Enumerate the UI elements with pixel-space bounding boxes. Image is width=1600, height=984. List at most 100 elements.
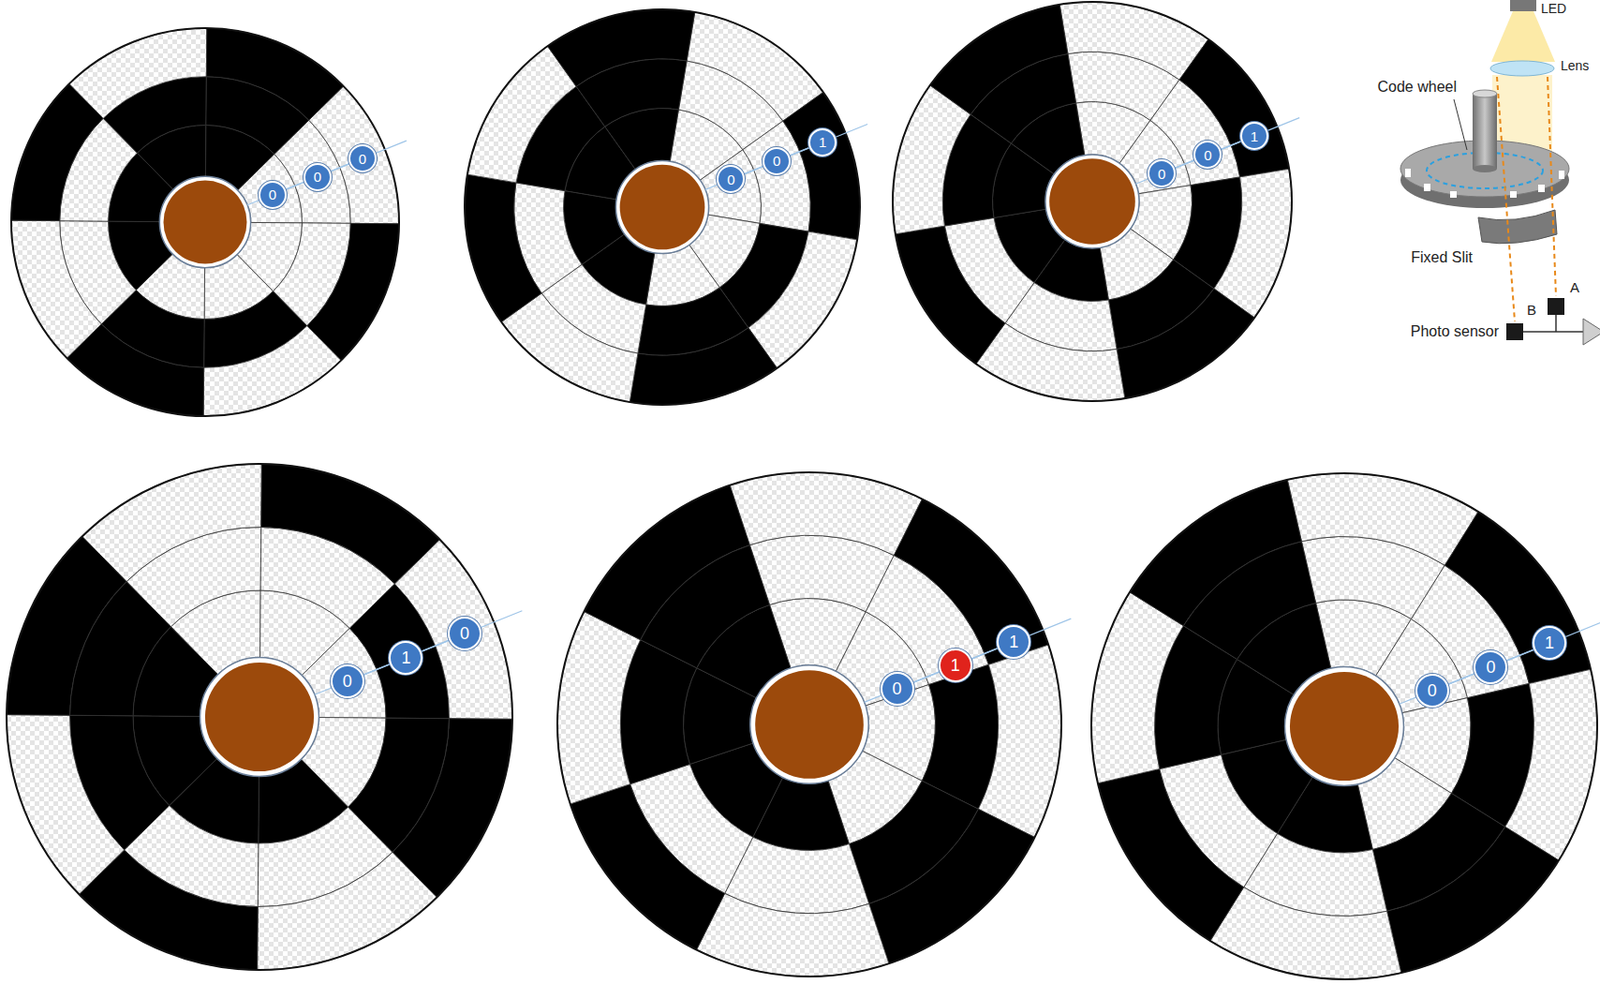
- wheel-slots: [1405, 168, 1565, 198]
- track-sector: [547, 9, 695, 87]
- track-sector: [895, 225, 1006, 364]
- bit-circle: 1: [996, 624, 1031, 659]
- bit-value: 0: [313, 169, 322, 184]
- track-sector: [1214, 168, 1292, 318]
- bit-value: 0: [358, 151, 367, 166]
- bit-value: 0: [1157, 166, 1166, 181]
- code-wheel: [557, 472, 1071, 977]
- track-sector: [893, 498, 1049, 665]
- code-wheel: [464, 9, 868, 405]
- light-path: [1547, 76, 1556, 297]
- hub-ring: [750, 665, 869, 784]
- wire: [1555, 314, 1557, 332]
- code-wheel: [6, 463, 522, 970]
- read-line: [1135, 118, 1300, 185]
- track-sector: [464, 174, 542, 322]
- read-connector: [1220, 141, 1242, 150]
- track-sector: [570, 784, 726, 950]
- bit-circle: 0: [880, 671, 915, 706]
- hub: [1049, 158, 1136, 245]
- track-sector: [783, 91, 860, 239]
- code-wheel: [11, 28, 407, 416]
- wheel-rim: [6, 463, 513, 970]
- track-sector: [629, 327, 777, 405]
- read-line: [864, 618, 1072, 702]
- read-line: [314, 610, 523, 696]
- bit-value: 0: [459, 624, 470, 642]
- read-connector: [1506, 649, 1534, 661]
- track-sector: [1091, 592, 1184, 784]
- track-sector: [1097, 769, 1245, 941]
- track-sector: [696, 892, 889, 977]
- track-sector: [1505, 668, 1598, 860]
- wheel-rim: [464, 9, 860, 405]
- bit-circle: 1: [808, 128, 837, 157]
- bit-circle: 1: [1240, 121, 1269, 150]
- part-label: Fixed Slit: [1410, 249, 1473, 267]
- part-label: B: [1526, 301, 1537, 318]
- track-sector: [467, 45, 577, 183]
- photo-sensor-b: [1506, 323, 1524, 341]
- bit-value: 0: [892, 680, 903, 697]
- track-sector: [1129, 479, 1302, 626]
- bit-value: 1: [1008, 633, 1019, 651]
- bit-circle: 1: [388, 640, 423, 675]
- bit-value: 1: [400, 649, 411, 667]
- shaft-top: [1472, 89, 1497, 98]
- track-sector: [501, 293, 638, 402]
- light-path: [1496, 76, 1515, 322]
- track-sector: [930, 4, 1068, 115]
- bit-circle: 0: [330, 664, 365, 698]
- track-sector: [203, 325, 341, 416]
- track-sector: [583, 485, 750, 640]
- track-sector: [69, 28, 208, 119]
- hub: [755, 669, 864, 779]
- hub: [620, 164, 706, 251]
- track-sector: [1210, 887, 1402, 979]
- track-sector: [394, 539, 513, 720]
- bit-circle: 0: [303, 162, 332, 192]
- bit-value: 1: [1544, 634, 1555, 652]
- optical-encoder: [1400, 0, 1600, 345]
- read-connector: [971, 648, 999, 660]
- amplifier: [1583, 318, 1600, 345]
- track-sector: [1059, 1, 1209, 80]
- code-wheel: [1091, 473, 1600, 979]
- track-sector: [729, 472, 922, 556]
- track-sector: [1387, 826, 1559, 973]
- led: [1510, 0, 1537, 12]
- track-sector: [686, 12, 824, 121]
- part-label: LED: [1540, 0, 1567, 16]
- hub-ring: [159, 176, 251, 267]
- part-label: Lens: [1560, 58, 1589, 74]
- lens: [1490, 60, 1555, 76]
- light-cone: [1491, 11, 1556, 62]
- bit-value: 0: [1427, 681, 1438, 699]
- bit-value: 0: [342, 672, 353, 690]
- hub-ring: [1285, 666, 1405, 786]
- track-sector: [869, 808, 1036, 963]
- read-connector: [363, 664, 391, 676]
- bit-value: 0: [268, 187, 277, 202]
- photo-sensor-a: [1547, 297, 1565, 315]
- track-sector: [11, 220, 102, 358]
- hub: [1289, 671, 1399, 781]
- bit-value: 1: [950, 656, 961, 674]
- track-sector: [748, 231, 858, 369]
- leader-line: [1453, 99, 1467, 150]
- bit-circle: 0: [258, 180, 287, 209]
- read-connector: [285, 181, 305, 190]
- read-connector: [1448, 673, 1476, 685]
- track-sector: [977, 644, 1062, 837]
- bit-value: 0: [1203, 148, 1212, 163]
- track-sector: [557, 611, 641, 804]
- read-connector: [912, 671, 940, 683]
- bit-circle: 0: [1473, 650, 1508, 684]
- read-connector: [1174, 160, 1196, 169]
- track-sector: [1179, 39, 1289, 178]
- track-sector: [257, 851, 438, 970]
- hub-ring: [615, 160, 709, 253]
- bit-circle: 0: [348, 144, 377, 173]
